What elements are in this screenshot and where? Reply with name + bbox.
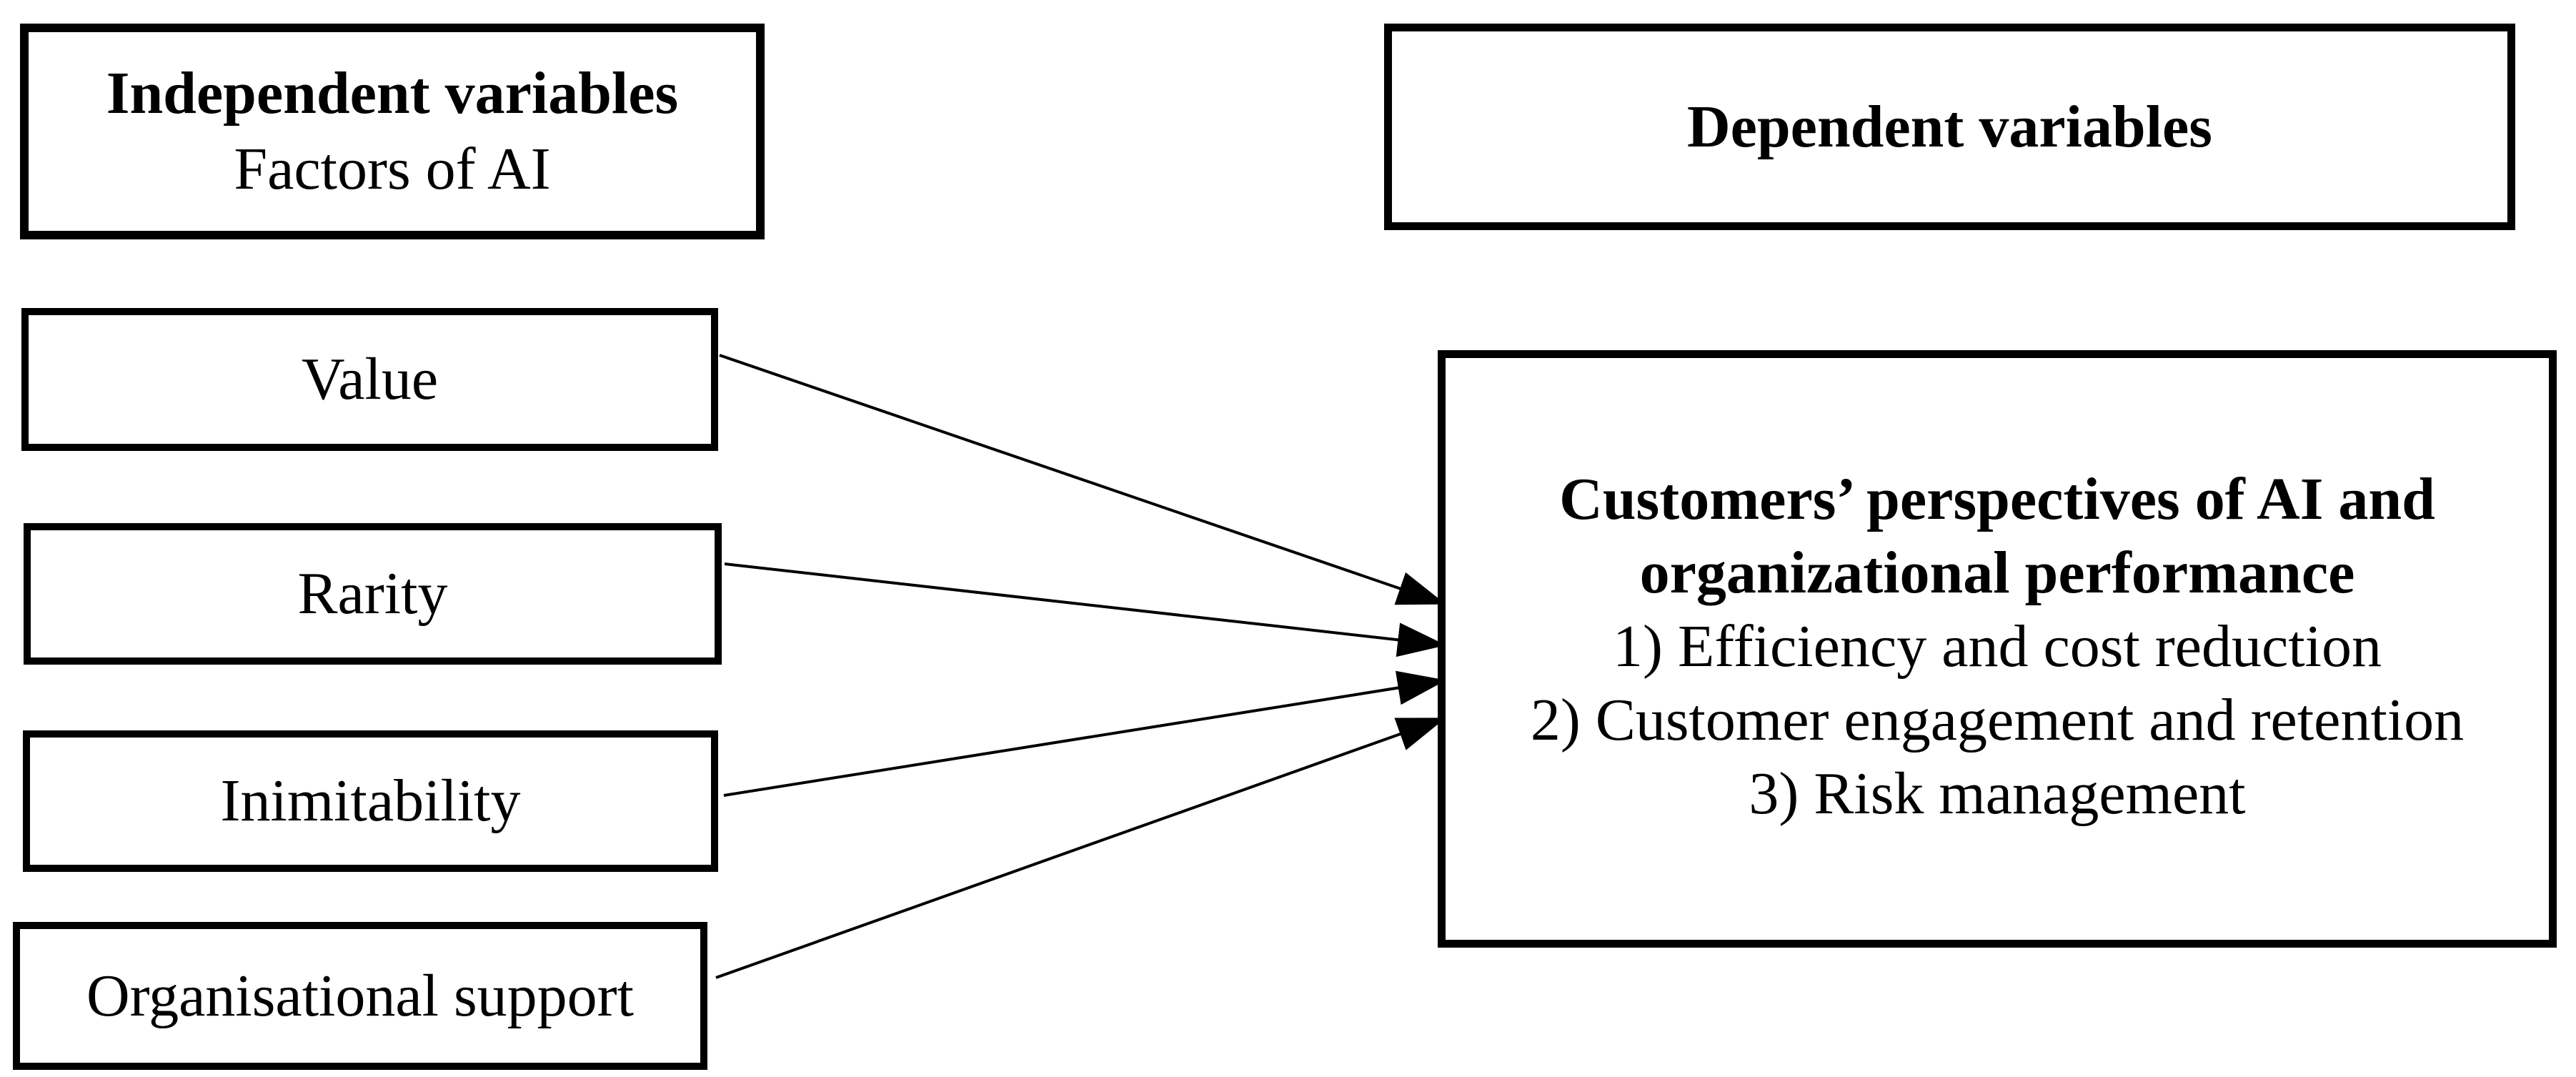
arrow-rarity-to-outcome: [724, 562, 1446, 657]
factor-label: Rarity: [297, 560, 448, 627]
outcome-box: Customers’ perspectives of AI and organi…: [1438, 350, 2557, 948]
outcome-item-engagement: 2) Customer engagement and retention: [1530, 687, 2465, 753]
outcome-heading-line1: Customers’ perspectives of AI and: [1559, 466, 2435, 532]
factor-box-inimitability: Inimitability: [23, 730, 718, 872]
factor-label: Inimitability: [220, 768, 521, 834]
arrow-value-to-outcome: [719, 354, 1446, 605]
dependent-variables-title: Dependent variables: [1687, 93, 2212, 160]
dependent-variables-header-box: Dependent variables: [1384, 24, 2515, 230]
arrow-inimitability-to-outcome: [723, 670, 1446, 797]
factor-box-value: Value: [21, 308, 718, 451]
outcome-item-efficiency: 1) Efficiency and cost reduction: [1612, 613, 2382, 680]
factor-box-rarity: Rarity: [24, 523, 722, 665]
outcome-item-risk: 3) Risk management: [1749, 760, 2246, 827]
factors-of-ai-subtitle: Factors of AI: [234, 136, 551, 202]
independent-variables-header-box: Independent variables Factors of AI: [20, 24, 765, 239]
independent-variables-title: Independent variables: [106, 60, 679, 126]
factor-label: Value: [301, 346, 439, 412]
factor-box-organisational-support: Organisational support: [13, 922, 707, 1070]
arrow-organisational-support-to-outcome: [715, 718, 1446, 979]
factor-label: Organisational support: [86, 962, 634, 1029]
outcome-heading-line2: organizational performance: [1639, 540, 2355, 606]
